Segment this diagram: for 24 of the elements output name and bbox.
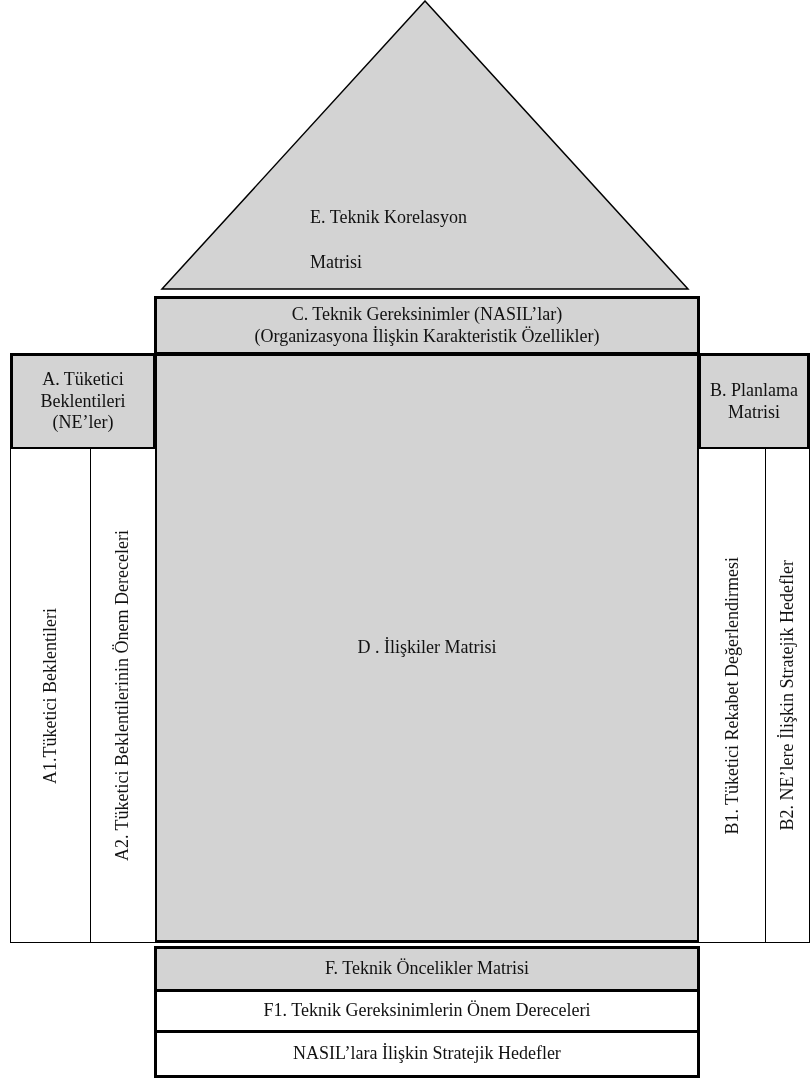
row-box bbox=[154, 946, 700, 992]
section-label: A. Tüketici Beklentileri (NE’ler) bbox=[39, 369, 127, 434]
section-label: B2. NE’lere İlişkin Stratejik Hedefler bbox=[776, 560, 798, 831]
section-label: C. Teknik Gereksinimler (NASIL’lar) bbox=[291, 303, 563, 326]
column-box bbox=[90, 448, 156, 943]
row-box bbox=[154, 989, 700, 1033]
section-label: A2. Tüketici Beklentilerinin Önem Dereceleri bbox=[112, 529, 134, 862]
header-box bbox=[154, 296, 700, 355]
section-label: NASIL’lara İlişkin Stratejik Hedefler bbox=[293, 1043, 561, 1065]
section-label: (Organizasyona İlişkin Karakteristik Özellikler) bbox=[254, 325, 600, 348]
section-label: F1. Teknik Gereksinimlerin Önem Dereceleri bbox=[263, 1000, 591, 1022]
column-box bbox=[10, 448, 92, 943]
header-box bbox=[698, 353, 810, 450]
section-label: A1.Tüketici Beklentileri bbox=[40, 607, 62, 784]
matrix-box bbox=[154, 353, 700, 943]
row-box bbox=[154, 1030, 700, 1078]
section-label: E. Teknik Korelasyon Matrisi bbox=[310, 206, 468, 274]
section-label: D . İlişkiler Matrisi bbox=[357, 637, 497, 659]
column-box bbox=[698, 448, 767, 943]
header-box bbox=[10, 353, 156, 450]
section-label: B. Planlama Matrisi bbox=[709, 379, 799, 424]
column-box bbox=[765, 448, 810, 943]
section-label: F. Teknik Öncelikler Matrisi bbox=[325, 958, 529, 980]
section-label: B1. Tüketici Rekabet Değerlendirmesi bbox=[721, 556, 743, 835]
